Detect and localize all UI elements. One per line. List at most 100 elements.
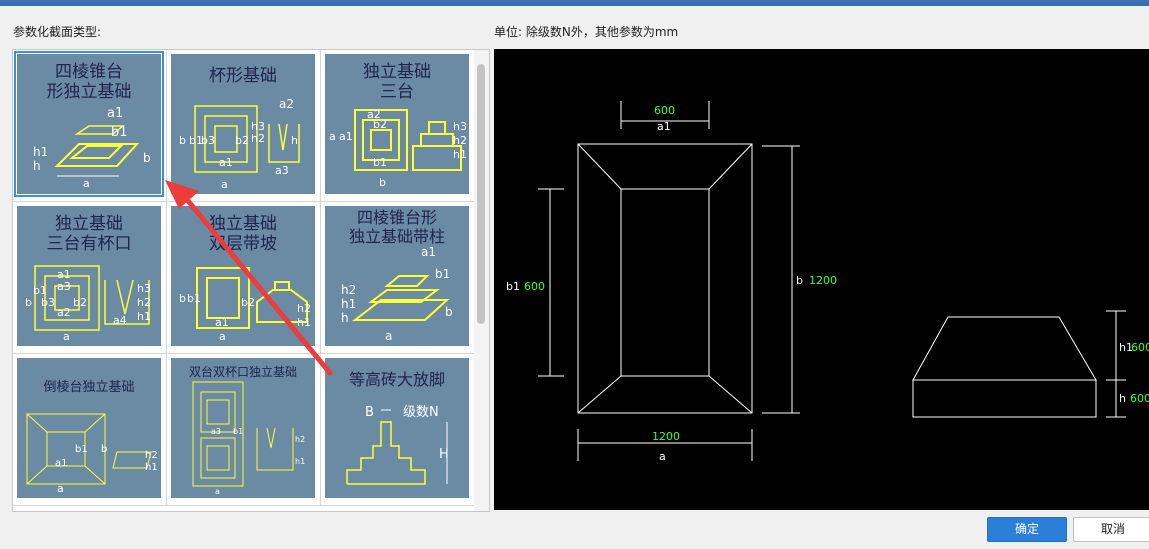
dim-label: h2 — [295, 435, 305, 444]
h1-label: h1 — [1119, 341, 1133, 354]
dim-label: b2 — [73, 296, 87, 309]
section-thumbnail: 等高砖大放脚 B 级数N H — [325, 358, 469, 498]
section-title: 四棱锥台形 独立基础带柱 — [348, 208, 445, 246]
gallery-scrollbar[interactable] — [474, 50, 489, 511]
section-title: 双台双杯口独立基础 — [188, 365, 297, 379]
section-thumbnail: 双台双杯口独立基础 a3 b1 h2 h1 a — [171, 358, 315, 498]
dim-label: B — [365, 405, 374, 420]
dim-label: h2 — [137, 296, 151, 309]
dim-label: a4 — [113, 314, 127, 327]
dim-label: h1 — [341, 297, 356, 311]
dim-label: b3 — [201, 134, 215, 147]
unit-label: 单位: 除级数N外，其他参数为mm — [494, 25, 679, 39]
dim-label: h1 — [295, 457, 305, 466]
dim-label: a3 — [211, 427, 221, 436]
dim-label: a1 — [107, 106, 123, 121]
window-title-bar — [0, 0, 1149, 6]
dim-label: a — [385, 329, 392, 343]
dim-label: b3 — [41, 296, 55, 309]
dim-label: h — [291, 134, 298, 147]
plan-outer-rect — [577, 143, 753, 414]
section-type-item[interactable]: 独立基础 三台有杯口 a1 a3 b1 b3 b2 a2 a4 h3 h2 — [13, 202, 167, 354]
dim-label: h3 — [137, 282, 151, 295]
dim-label: a2 — [279, 97, 294, 111]
dim-label: a1 — [421, 245, 436, 259]
section-sketch: a3 b1 h2 h1 a — [192, 381, 305, 496]
dim-label: b — [179, 134, 186, 147]
dim-label: a2 — [57, 306, 71, 319]
dim-label: h1 — [33, 145, 48, 159]
a1-label: a1 — [657, 120, 671, 133]
side-base — [912, 379, 1097, 418]
section-title: 倒棱台独立基础 — [43, 380, 135, 395]
section-title: 四棱锥台 形独立基础 — [46, 62, 132, 102]
dim-label: h — [33, 159, 41, 173]
dim-label: b2 — [235, 134, 249, 147]
section-title: 杯形基础 — [209, 66, 277, 86]
dim-label: a1 — [215, 316, 229, 329]
dim-label: b — [445, 305, 453, 319]
section-thumbnail: 倒棱台独立基础 b1 a1 a b h2 h1 — [17, 358, 161, 498]
dim-label: b — [143, 151, 151, 165]
a-value: 1200 — [652, 430, 680, 443]
cancel-button[interactable]: 取消 — [1073, 517, 1149, 542]
dim-label: b1 — [187, 292, 201, 305]
dim-label: a — [83, 177, 90, 190]
dim-label: b1 — [435, 267, 450, 281]
section-title: 独立基础 三台有杯口 — [46, 214, 132, 254]
dim-label: a1 — [57, 268, 71, 281]
dim-label: h1 — [137, 310, 151, 323]
dim-label: a1 — [55, 458, 68, 469]
dim-label: h1 — [297, 316, 311, 329]
dim-label: a — [57, 482, 64, 495]
section-sketch: a1 a3 b1 b3 b2 a2 a4 h3 h2 h1 b a — [25, 265, 151, 343]
section-type-item[interactable]: 四棱锥台形 独立基础带柱 a1 b1 h2 h1 h b a — [321, 202, 475, 354]
dim-label: a1 — [339, 130, 353, 143]
section-type-item[interactable]: 倒棱台独立基础 b1 a1 a b h2 h1 — [13, 354, 167, 506]
dim-label: h2 — [341, 283, 356, 297]
dim-label: a — [329, 130, 336, 143]
section-type-item[interactable]: 独立基础 三台 a2 b2 h3 h2 h1 a1 a b1 b — [321, 50, 475, 202]
section-thumbnail: 杯形基础 a2 h3 h2 h a3 a1 b b1 b3 b2 — [171, 54, 315, 194]
dim-label: H — [439, 447, 449, 462]
section-sketch: a1 b1 h2 h1 h b a — [341, 245, 453, 343]
scrollbar-thumb[interactable] — [477, 64, 485, 324]
section-type-item[interactable]: 四棱锥台 形独立基础 a a1 b1 h1 h b — [13, 50, 167, 202]
section-type-label: 参数化截面类型: — [13, 25, 102, 39]
dim-label: h2 — [297, 302, 311, 315]
dim-label: a2 — [367, 108, 381, 121]
preview-drawing: 600 a1 b1 600 b 1200 1200 a h1 600 h 600 — [506, 101, 1149, 463]
section-thumbnail: 独立基础 三台 a2 b2 h3 h2 h1 a1 a b1 b — [325, 54, 469, 194]
a-label: a — [659, 450, 666, 463]
plan-inner-rect — [620, 188, 710, 377]
section-sketch: a a1 b1 h1 h b — [33, 106, 151, 190]
dim-label: a — [219, 330, 226, 343]
b-value: 1200 — [809, 274, 837, 287]
dim-label: h2 — [251, 132, 265, 145]
section-thumbnail: 四棱锥台 形独立基础 a a1 b1 h1 h b — [14, 51, 164, 197]
dim-label: b1 — [233, 427, 243, 436]
dim-label: h3 — [453, 120, 467, 133]
dim-label: h — [341, 311, 349, 325]
dim-label: h3 — [251, 120, 265, 133]
section-preview-canvas: 600 a1 b1 600 b 1200 1200 a h1 600 h 600 — [494, 49, 1149, 510]
section-type-item[interactable]: 双台双杯口独立基础 a3 b1 h2 h1 a — [167, 354, 321, 506]
dim-label: a3 — [275, 164, 289, 177]
dim-label: h2 — [453, 134, 467, 147]
dim-label: h1 — [453, 148, 467, 161]
dim-label: b1 — [189, 134, 203, 147]
section-sketch: a2 b2 h3 h2 h1 a1 a b1 b — [329, 108, 467, 189]
dim-label: h2 — [145, 450, 158, 461]
dim-label: b1 — [111, 125, 128, 140]
section-sketch: a2 h3 h2 h a3 a1 b b1 b3 b2 a — [179, 97, 300, 191]
b1-value: 600 — [524, 280, 545, 293]
section-type-item[interactable]: 杯形基础 a2 h3 h2 h a3 a1 b b1 b3 b2 — [167, 50, 321, 202]
section-type-item[interactable]: 等高砖大放脚 B 级数N H — [321, 354, 475, 506]
h1-value: 600 — [1131, 341, 1149, 354]
section-sketch: b1 b b2 h2 h1 a1 a — [179, 267, 311, 343]
ok-button[interactable]: 确定 — [987, 517, 1067, 542]
dim-label: 级数N — [403, 405, 439, 420]
section-thumbnail: 独立基础 三台有杯口 a1 a3 b1 b3 b2 a2 a4 h3 h2 — [17, 206, 161, 346]
b-label: b — [796, 274, 803, 287]
